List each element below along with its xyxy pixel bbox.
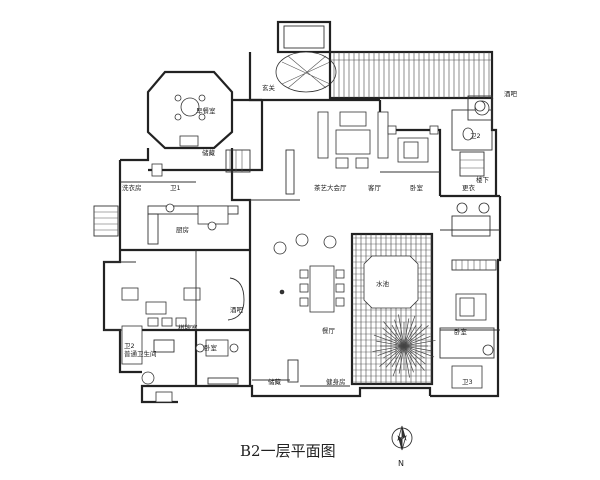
hatch-line (403, 345, 426, 365)
hatch-line (372, 345, 405, 352)
hatch-line (392, 345, 405, 377)
hatch-line (403, 345, 414, 373)
wardrobe-right (451, 202, 491, 237)
north-arrow-icon (391, 425, 413, 451)
hatch-line (394, 319, 405, 347)
hatch-line (403, 345, 425, 371)
room-label-kitchen: 厨房 (176, 225, 189, 234)
hatch-line (398, 314, 405, 347)
hatch-line (403, 325, 417, 347)
room-label-stair-down: 楼下 (476, 175, 490, 184)
hatch-line (403, 345, 425, 359)
hatch-line (403, 345, 432, 352)
hatch-line (403, 318, 410, 347)
room-label-entrance: 玄关 (262, 83, 276, 92)
hatch-line (377, 345, 405, 356)
living-room-furniture (285, 111, 389, 195)
hatch-line (403, 340, 436, 347)
room-label-bedroom-1: 卧室 (410, 183, 424, 192)
courtyard (350, 232, 434, 386)
hatch-line (403, 315, 416, 347)
hatch-line (383, 321, 405, 347)
bath-tub-left (121, 325, 175, 403)
courtyard-tree (372, 314, 436, 378)
room-label-public-wc: 普通卫生间 (124, 349, 157, 358)
plan-title: B2一层平面图 (240, 442, 336, 460)
room-label-chess: 棋牌室 (178, 323, 198, 332)
room-label-storage-2: 储藏 (268, 377, 282, 386)
hatch-line (391, 325, 405, 347)
hatch-line (398, 345, 405, 374)
room-label-bar: 酒吧 (230, 306, 244, 314)
room-label-living: 客厅 (368, 183, 382, 192)
north-label: N (398, 459, 404, 468)
room-label-bath-2: 卫2 (470, 132, 481, 140)
hatch-line (379, 345, 405, 367)
small-balcony (467, 95, 493, 121)
hatch-line (403, 333, 425, 347)
room-label-gym: 健身房 (326, 377, 346, 386)
interior-stair (225, 149, 251, 173)
room-label-tea-hall: 茶艺大会厅 (314, 183, 347, 192)
entry-stair (93, 205, 119, 237)
hatch-line (403, 325, 429, 347)
room-label-bedroom-2: 卧室 (204, 343, 218, 352)
hatch-line (391, 345, 405, 367)
room-label-bar-top: 酒吧 (504, 90, 518, 98)
interior-walls (195, 171, 500, 387)
room-label-pond: 水池 (376, 279, 390, 288)
exterior-walls (102, 98, 502, 404)
kitchen-area (120, 163, 239, 245)
room-label-laundry: 洗衣房 (122, 183, 142, 192)
room-label-bedroom-3: 卧室 (454, 327, 468, 336)
dining-table (273, 233, 345, 313)
room-label-wardrobe: 更衣 (462, 183, 476, 192)
terrace-hatch (328, 50, 494, 100)
hatch-line (403, 345, 410, 378)
room-label-dining: 餐厅 (322, 326, 336, 335)
hatch-line (403, 336, 431, 347)
hatch-line (383, 345, 405, 359)
hatch-line (403, 345, 435, 358)
hatch-line (373, 334, 405, 347)
breakfast-room (146, 70, 234, 150)
hatch-line (385, 345, 405, 368)
room-label-breakfast: 早餐室 (196, 106, 216, 115)
room-label-wc-left: 卫2 (124, 342, 135, 350)
room-label-wc-3: 卫3 (462, 378, 473, 386)
room-label-wc-1: 卫1 (170, 184, 181, 192)
bedroom-3-furniture (439, 259, 497, 389)
hatch-line (383, 333, 405, 347)
chess-room-table (195, 339, 239, 385)
room-label-storage-1: 储藏 (202, 148, 216, 157)
hatch-line (403, 345, 417, 367)
hatch-line (403, 324, 423, 347)
bedroom-1-furniture (387, 125, 439, 163)
hatch-line (376, 340, 405, 347)
bar-and-games (104, 261, 245, 331)
hatch-line (382, 327, 405, 347)
